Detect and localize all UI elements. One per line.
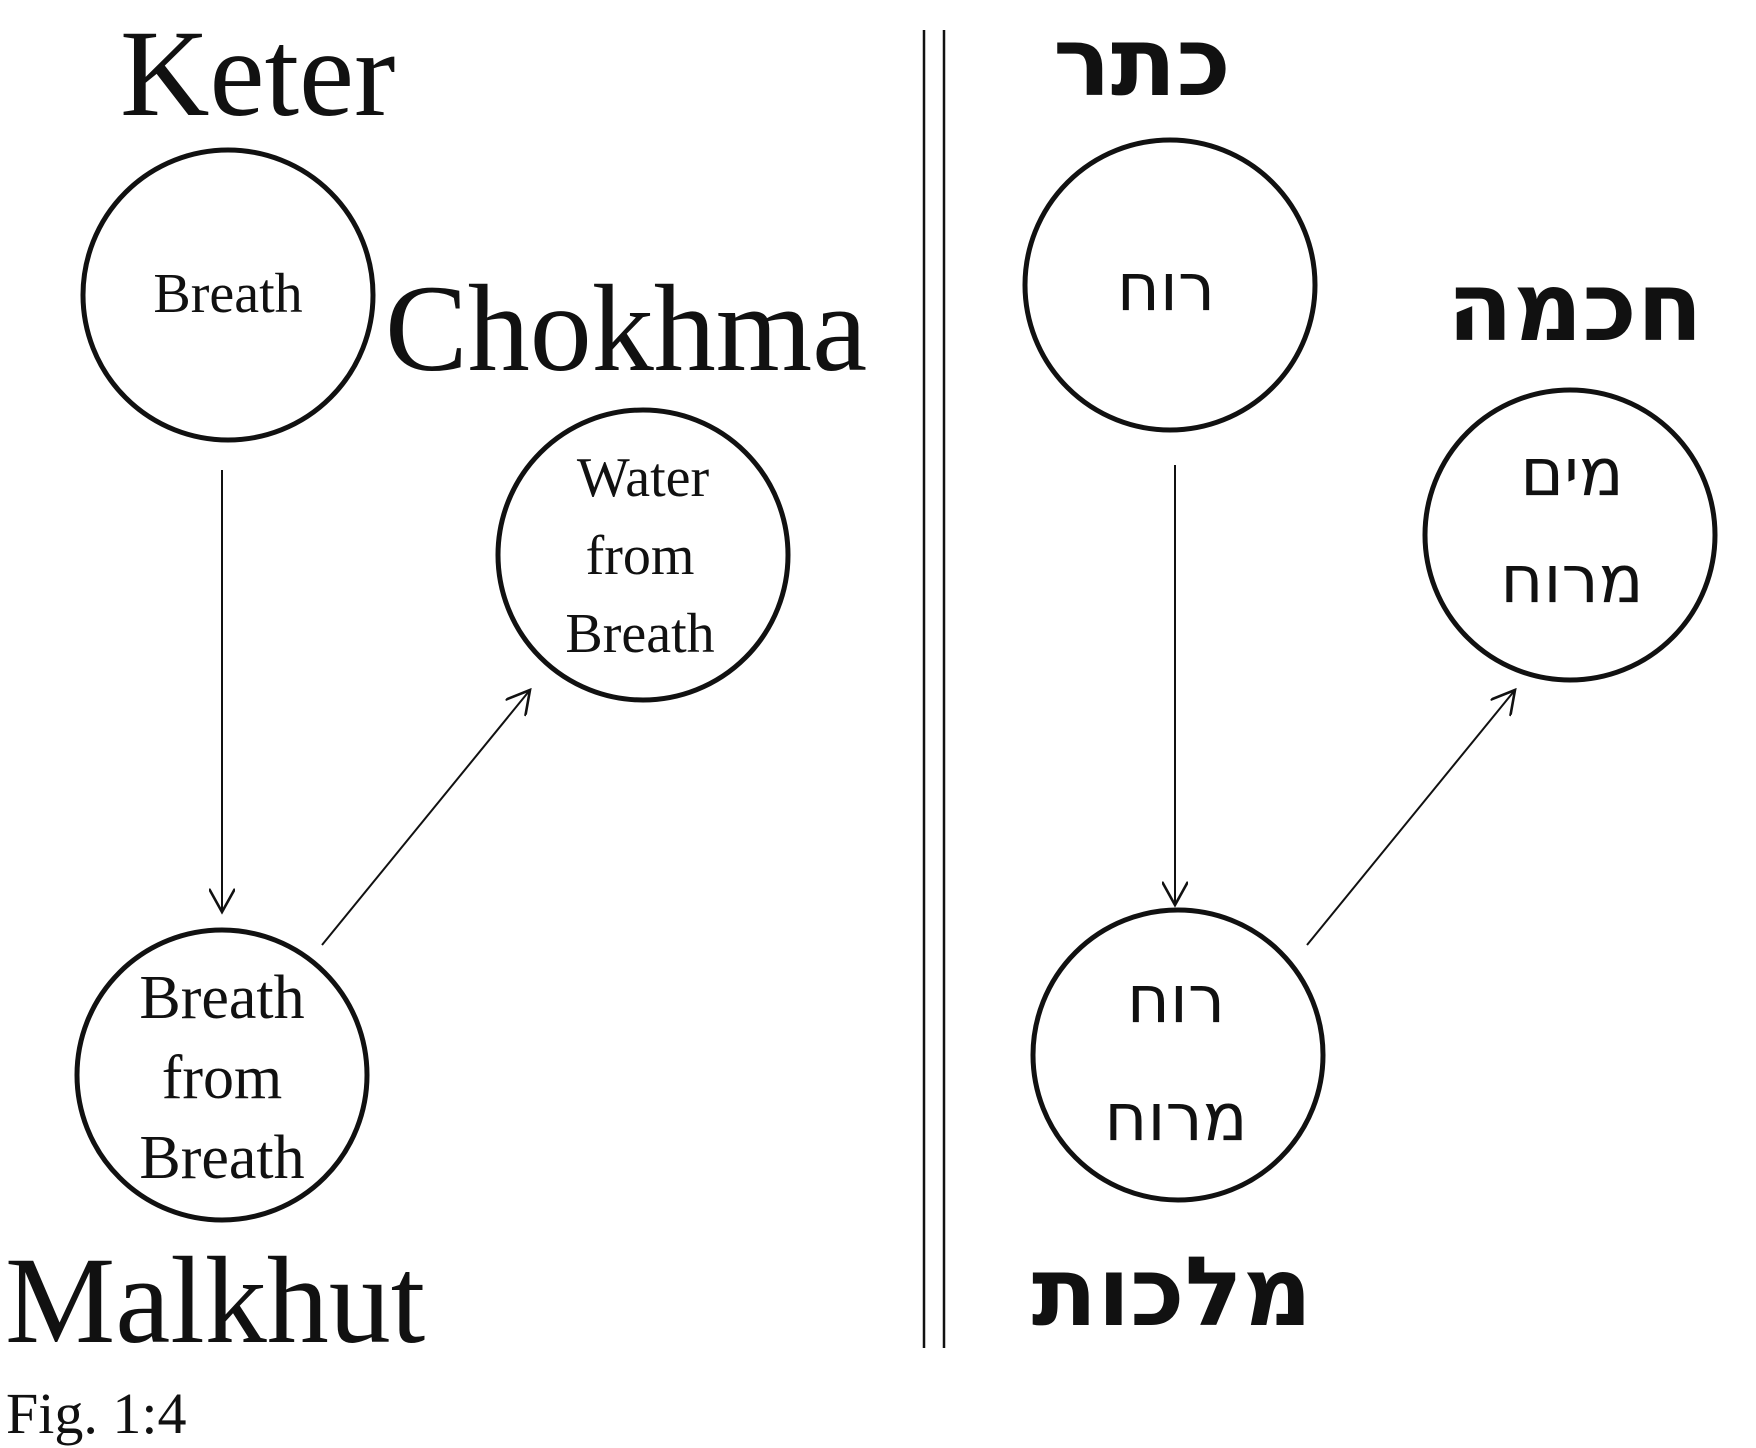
chokhma-node-circle — [495, 407, 791, 703]
chokhma-node-text-line3: Breath — [565, 603, 714, 665]
malkhut-label: Malkhut — [5, 1232, 425, 1369]
chokhma-hebrew-node-text-line1: מים — [1520, 434, 1623, 511]
keter-hebrew-node-text: רוח — [1117, 249, 1215, 326]
malkhut-hebrew-node-text-line2: מרוח — [1104, 1079, 1247, 1156]
figure-caption: Fig. 1:4 — [6, 1381, 187, 1446]
chokhma-node-text-line1: Water — [577, 447, 710, 509]
malkhut-hebrew-node-circle — [1030, 907, 1326, 1203]
malkhut-to-chokhma-arrow — [321, 690, 530, 946]
keter-node-circle — [80, 147, 376, 443]
malkhut-node-text-line3: Breath — [139, 1124, 304, 1192]
keter-hebrew-node-circle — [1022, 137, 1318, 433]
chokhma-node-text-line2: from — [586, 525, 695, 587]
malkhut-node-text-line2: from — [162, 1044, 283, 1112]
chokhma-hebrew-node-text-line2: מרוח — [1500, 541, 1643, 618]
malkhut-to-chokhma-hebrew-arrow — [1306, 690, 1515, 946]
chokhma-hebrew-label: חכמה — [1447, 251, 1703, 363]
malkhut-hebrew-label: מלכות — [1032, 1236, 1312, 1348]
chokhma-hebrew-node-circle — [1422, 387, 1718, 683]
malkhut-node-circle — [74, 927, 370, 1223]
keter-node-text: Breath — [153, 263, 302, 325]
keter-hebrew-label: כתר — [1053, 6, 1231, 118]
keter-label: Keter — [120, 5, 395, 142]
chokhma-label: Chokhma — [385, 260, 867, 397]
malkhut-hebrew-node-text-line1: רוח — [1127, 961, 1225, 1038]
malkhut-node-text-line1: Breath — [139, 964, 304, 1032]
